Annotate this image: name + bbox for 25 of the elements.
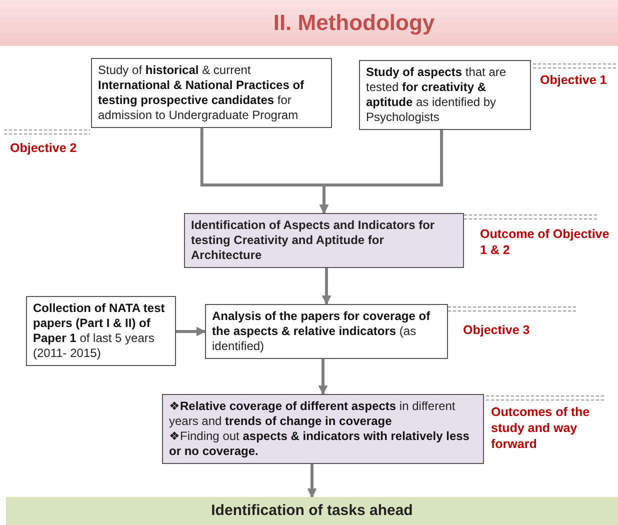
- side-note: Objective 1: [540, 72, 607, 88]
- box-text: Study of historical & current International & National Practices of testing prospective candidates for admission to Undergraduate Program: [98, 63, 306, 123]
- process-box: [91, 58, 332, 128]
- side-note: Objective 2: [10, 140, 77, 156]
- box-text: Study of aspects that are tested for creativity & aptitude as identified by Psychologists: [366, 65, 508, 125]
- outcome-box: [162, 394, 484, 464]
- box-text: Analysis of the papers for coverage of the aspects & relative indicators (as identified): [212, 309, 432, 354]
- input-box: [26, 296, 176, 366]
- process-box: [359, 60, 531, 130]
- arrow: [307, 464, 317, 498]
- arrow: [322, 268, 332, 305]
- arrow: [319, 130, 444, 214]
- result-band: [6, 497, 618, 525]
- arrow: [318, 359, 328, 395]
- side-note: Objective 3: [463, 322, 530, 338]
- box-text: ❖Finding out aspects & indicators with relatively less or no coverage.: [169, 429, 470, 459]
- box-text: Identification of tasks ahead: [210, 501, 414, 521]
- arrow: [176, 326, 206, 336]
- outcome-box: [184, 213, 464, 268]
- title-banner: II. Methodology: [0, 0, 618, 46]
- side-note: Outcome of Objective 1 & 2: [480, 226, 610, 258]
- process-box: [205, 304, 448, 359]
- box-text: Collection of NATA test papers (Part I & II) of Paper 1 of last 5 years (2011- 2015): [33, 301, 166, 361]
- side-note: Outcomes of the study and way forward: [491, 404, 591, 452]
- box-text: Identification of Aspects and Indicators for testing Creativity and Aptitude for Architecture: [191, 218, 436, 263]
